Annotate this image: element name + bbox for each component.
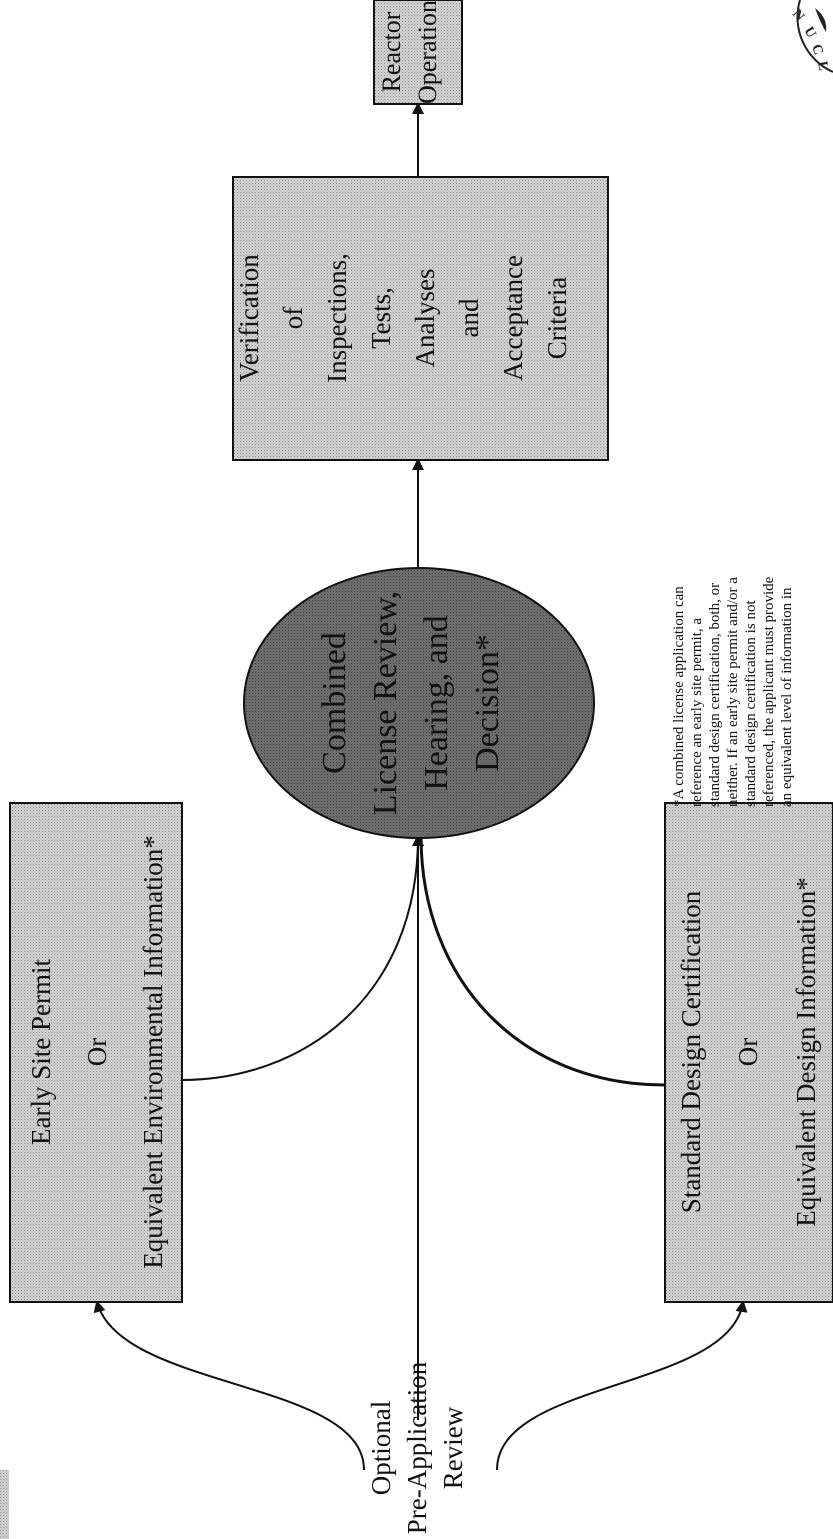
footnote: *A combined license application can refe… [671, 576, 795, 807]
combined-line2: License Review, [367, 591, 404, 815]
verification-line1: Verification [234, 254, 264, 382]
verification-line8: Criteria [542, 277, 572, 359]
reactor-operation-box: Reactor Operation [373, 0, 463, 105]
combined-line4: Decision* [469, 634, 506, 772]
svg-text:N: N [789, 7, 807, 24]
arrow-pre-to-early-site [93, 1300, 365, 1471]
svg-text:L: L [814, 60, 830, 72]
verification-line7: Acceptance [498, 255, 528, 381]
arrow-standard-design-to-combined [419, 835, 666, 1087]
footnote-line7: an equivalent level of information in [779, 587, 795, 807]
arrow-early-site-to-combined [181, 835, 419, 1081]
standard-design-line3: Equivalent Design Information* [791, 877, 821, 1226]
nrc-seal-fragment: N U C L [789, 0, 833, 73]
verification-line3: Inspections, [322, 253, 352, 383]
standard-design-line1: Standard Design Certification [676, 890, 706, 1213]
arrow-pre-to-standard-design [496, 1300, 748, 1471]
combined-line1: Combined [316, 632, 353, 774]
verification-line2: of [278, 307, 308, 330]
svg-text:C: C [808, 43, 825, 57]
pre-application-line1: Optional [366, 1401, 396, 1496]
early-site-permit-box: Early Site Permit Or Equivalent Environm… [9, 802, 183, 1303]
reactor-line1: Reactor [377, 11, 406, 92]
verification-box: Verification of Inspections, Tests, Anal… [232, 176, 609, 461]
footnote-line5: standard design certification is not [743, 600, 759, 807]
footnote-line3: standard design certification, both, or [707, 583, 723, 807]
verification-line4: Tests, [366, 287, 396, 349]
standard-design-box: Standard Design Certification Or Equival… [664, 802, 833, 1303]
early-site-line3: Equivalent Environmental Information* [138, 835, 168, 1268]
early-site-line1: Early Site Permit [26, 959, 56, 1145]
footnote-line6: referenced, the applicant must provide [761, 576, 777, 807]
standard-design-line2: Or [733, 1038, 763, 1067]
combined-line3: Hearing, and [418, 615, 455, 791]
footnote-line2: reference an early site permit, a [689, 618, 705, 807]
pre-application-line3: Review [438, 1406, 468, 1489]
scan-edge-mark [0, 1470, 9, 1539]
verification-line6: and [454, 298, 484, 337]
early-site-line2: Or [82, 1038, 112, 1067]
combined-license-circle: Combined License Review, Hearing, and De… [243, 567, 595, 839]
footnote-line1: *A combined license application can [671, 586, 687, 807]
footnote-line4: neither. If an early site permit and/or … [725, 577, 741, 807]
pre-application-line2: Pre-Application [402, 1361, 432, 1534]
reactor-line2: Operation [413, 0, 442, 104]
connector-lines [93, 102, 748, 1471]
pre-application-label: Optional Pre-Application Review [366, 1361, 468, 1534]
verification-line5: Analyses [410, 269, 440, 368]
svg-text:U: U [801, 25, 819, 41]
